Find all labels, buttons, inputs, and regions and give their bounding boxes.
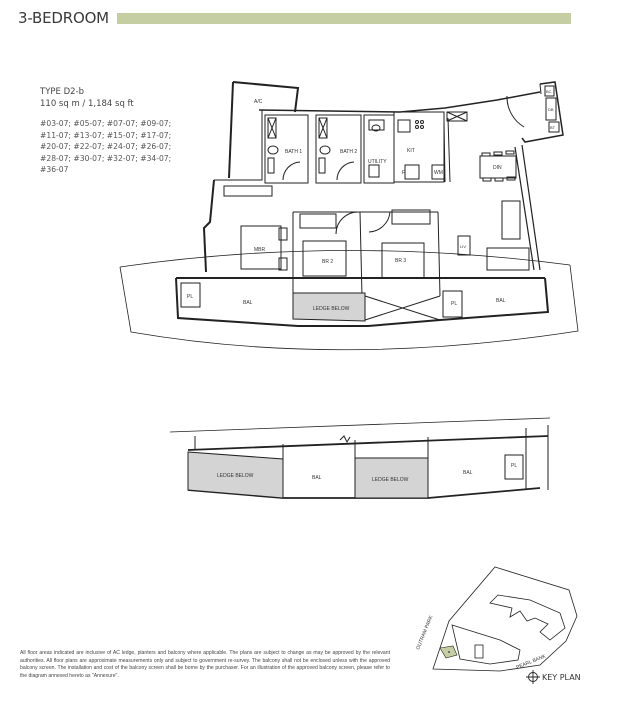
label-ac: A/C xyxy=(254,99,263,105)
label-fridge: F xyxy=(402,170,405,176)
label-pl-right: PL xyxy=(451,301,457,307)
label-alt-pl: PL xyxy=(511,463,517,469)
label-bt: BT xyxy=(550,125,556,130)
disclaimer-text: All floor areas indicated are inclusive … xyxy=(20,650,390,680)
label-br3: BR 3 xyxy=(395,258,406,264)
label-din: DIN xyxy=(493,165,502,171)
label-liv: LIV xyxy=(460,244,466,249)
unit-line: #36-07 xyxy=(40,165,69,175)
label-wm: WM xyxy=(434,170,443,176)
label-utility: UTILITY xyxy=(368,159,387,165)
label-mbr: MBR xyxy=(254,247,266,253)
north-compass-icon xyxy=(526,670,540,684)
label-bc: BC xyxy=(546,89,552,94)
label-alt-ledge-2: LEDGE BELOW xyxy=(372,477,409,483)
label-alt-bal-1: BAL xyxy=(312,475,322,481)
label-kit: KIT xyxy=(407,148,415,154)
label-pl-left: PL xyxy=(187,294,193,300)
header-accent-bar xyxy=(117,13,571,24)
label-ledge-below: LEDGE BELOW xyxy=(313,306,350,312)
label-alt-bal-2: BAL xyxy=(463,470,473,476)
unit-line: #28-07; #30-07; #32-07; #34-07; xyxy=(40,153,172,163)
label-bal-left: BAL xyxy=(243,300,253,306)
unit-type: TYPE D2-b xyxy=(40,87,84,97)
label-bath1: BATH 1 xyxy=(285,149,302,155)
unit-line: #03-07; #05-07; #07-07; #09-07; xyxy=(40,119,172,128)
label-bal-right: BAL xyxy=(496,298,506,304)
key-plan-label: KEY PLAN xyxy=(542,673,581,682)
unit-numbers: #03-07; #05-07; #07-07; #09-07; #11-07; … xyxy=(40,118,171,176)
page-title: 3-BEDROOM xyxy=(18,9,109,27)
unit-line: #20-07; #22-07; #24-07; #26-07; xyxy=(40,142,172,152)
label-alt-ledge-1: LEDGE BELOW xyxy=(217,473,254,479)
unit-info: TYPE D2-b 110 sq m / 1,184 sq ft #03-07;… xyxy=(40,86,171,176)
unit-line: #11-07; #13-07; #15-07; #17-07; xyxy=(40,130,172,140)
unit-area: 110 sq m / 1,184 sq ft xyxy=(40,99,134,109)
label-br2: BR 2 xyxy=(322,259,333,265)
road-label-pearl: PEARL BANK xyxy=(516,653,548,671)
label-bath2: BATH 2 xyxy=(340,149,357,155)
road-label-outram: OUTRAM PARK xyxy=(415,614,434,651)
label-db: DB xyxy=(548,107,554,112)
